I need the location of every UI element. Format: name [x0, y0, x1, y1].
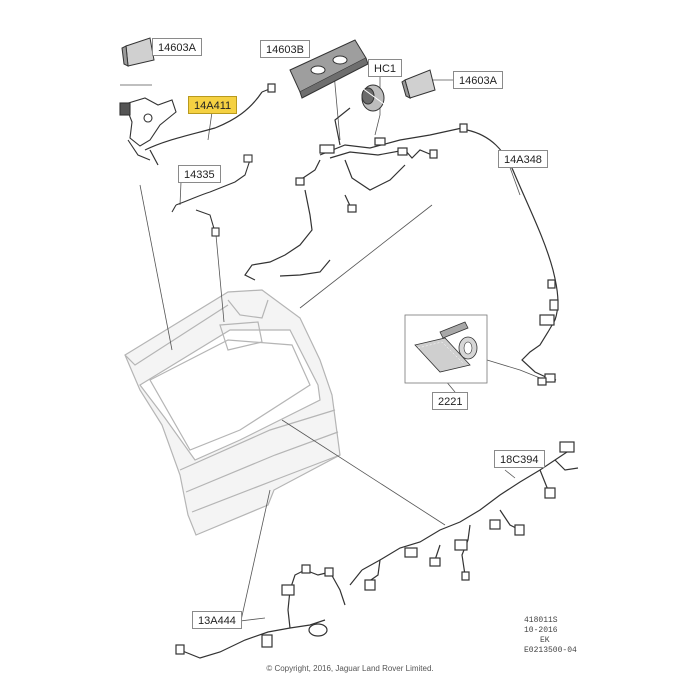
callout-HC1[interactable]: HC1	[368, 59, 403, 77]
callout-14A411[interactable]: 14A411	[188, 96, 238, 114]
latch-assembly	[119, 97, 177, 161]
kit-2221	[404, 314, 488, 384]
callout-14A348[interactable]: 14A348	[498, 150, 548, 168]
doc-ref-date: 10-2016	[524, 626, 558, 635]
foam-pad-right	[401, 69, 436, 99]
callout-14603A-right[interactable]: 14603A	[453, 71, 503, 89]
tailgate-outline	[124, 289, 341, 536]
callout-2221[interactable]: 2221	[432, 392, 469, 410]
component-hc1	[361, 84, 385, 112]
callout-14603A-left[interactable]: 14603A	[152, 38, 202, 56]
doc-reference: 418011S 10-2016 EK E0213500-04	[524, 616, 577, 656]
harness-18C394	[349, 441, 579, 591]
harness-13A444	[175, 564, 346, 659]
foam-pad-left	[121, 37, 155, 67]
harness-14A411	[144, 83, 276, 166]
callout-18C394[interactable]: 18C394	[494, 450, 545, 468]
callout-13A444[interactable]: 13A444	[192, 611, 242, 629]
callout-14335[interactable]: 14335	[178, 165, 221, 183]
doc-ref-region: EK	[540, 636, 550, 645]
doc-ref-number: 418011S	[524, 616, 558, 625]
panel-14603B	[289, 39, 369, 99]
harness-14A348	[466, 129, 559, 386]
harness-14335	[171, 154, 253, 237]
doc-ref-code: E0213500-04	[524, 646, 577, 655]
copyright-notice: © Copyright, 2016, Jaguar Land Rover Lim…	[266, 664, 434, 673]
callout-14603B[interactable]: 14603B	[260, 40, 310, 58]
harness-central	[244, 107, 468, 281]
